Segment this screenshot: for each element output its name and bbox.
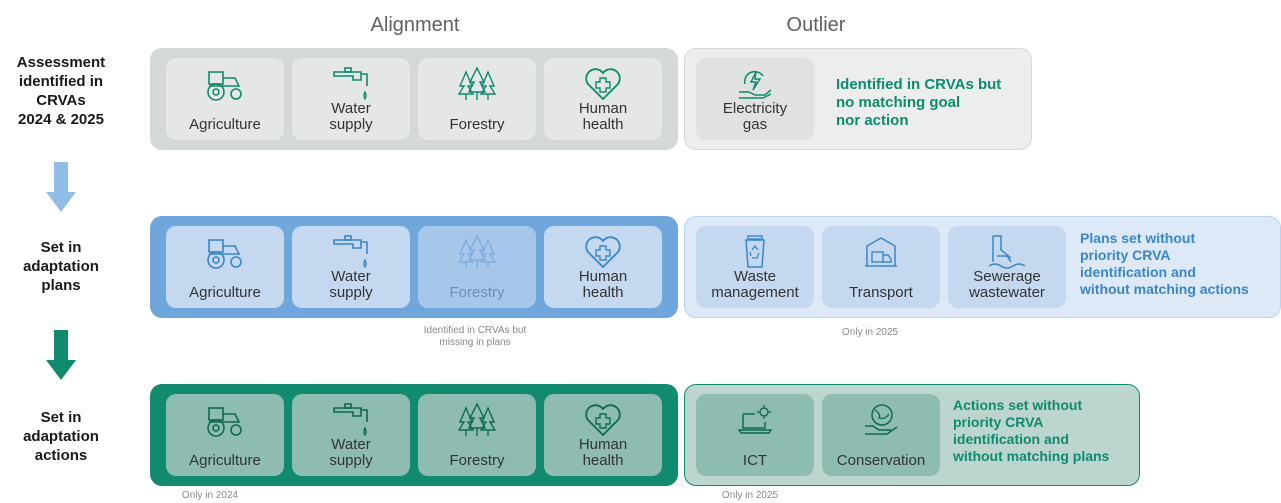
row1-alignment-band: Agriculture Water supply Forestry Human … (150, 48, 678, 150)
row-label-line: adaptation (23, 428, 99, 445)
row3-outlier-band: ICT Conservation Actions set without pri… (684, 384, 1140, 486)
footnote-line: missing in plans (439, 337, 511, 348)
tile-forestry: Forestry (418, 394, 536, 476)
tile-label: Human health (578, 436, 628, 469)
row-label-line: actions (34, 447, 88, 464)
down-arrow-icon (46, 162, 76, 212)
trees-icon (457, 234, 497, 270)
tile-waste-management: Waste management (696, 226, 814, 308)
tile-sewerage-wastewater: Sewerage wastewater (948, 226, 1066, 308)
heart-cross-icon (583, 234, 623, 270)
recycle-bin-icon (735, 234, 775, 270)
tile-forestry-missing: Forestry (418, 226, 536, 308)
note-line: nor action (836, 112, 909, 129)
tile-forestry: Forestry (418, 58, 536, 140)
row2-alignment-band: Agriculture Water supply Forestry Human … (150, 216, 678, 318)
alignment-header: Alignment (370, 14, 460, 36)
note-line: without matching actions (1080, 281, 1249, 297)
tile-label: Forestry (449, 116, 505, 133)
tile-agriculture: Agriculture (166, 226, 284, 308)
tile-transport: Transport (822, 226, 940, 308)
row1-outlier-band: Electricity gas Identified in CRVAs but … (684, 48, 1032, 150)
sewer-pipe-icon (987, 234, 1027, 270)
tile-agriculture: Agriculture (166, 58, 284, 140)
tile-label: Sewerage wastewater (969, 268, 1045, 301)
water-tap-icon (331, 66, 371, 102)
row-label-assessment: Assessment identified in CRVAs 2024 & 20… (0, 53, 122, 129)
tile-label: Agriculture (189, 116, 261, 133)
row1-note: Identified in CRVAs but no matching goal… (836, 76, 1001, 130)
row-label-line: Set in (40, 409, 82, 426)
tractor-icon (205, 66, 245, 102)
tile-human-health: Human health (544, 226, 662, 308)
water-tap-icon (331, 234, 371, 270)
note-line: without matching plans (953, 448, 1110, 464)
tile-electricity-gas: Electricity gas (696, 58, 814, 140)
row-label-actions: Set in adaptation actions (0, 408, 122, 465)
row-label-line: adaptation (23, 258, 99, 275)
tile-label: Agriculture (189, 452, 261, 469)
row3-note: Actions set without priority CRVA identi… (953, 397, 1109, 465)
tile-label: Conservation (836, 452, 926, 469)
tile-label: Transport (849, 284, 913, 301)
row-label-line: 2024 & 2025 (18, 111, 104, 128)
globe-hand-icon (861, 402, 901, 438)
tile-agriculture: Agriculture (166, 394, 284, 476)
tractor-icon (205, 234, 245, 270)
tile-label: Water supply (329, 436, 373, 469)
note-line: Actions set without (953, 397, 1083, 413)
note-line: Identified in CRVAs but (836, 76, 1002, 93)
footnote-line: Identified in CRVAs but (423, 325, 527, 336)
trees-icon (457, 402, 497, 438)
tile-label: Electricity gas (722, 100, 788, 133)
laptop-gear-icon (735, 402, 775, 438)
tile-label: Human health (578, 268, 628, 301)
row3-alignment-band: Agriculture Water supply Forestry Human … (150, 384, 678, 486)
heart-cross-icon (583, 402, 623, 438)
row3-footnote-left: Only in 2024 (181, 490, 239, 501)
note-line: priority CRVA (953, 414, 1044, 430)
row2-note: Plans set without priority CRVA identifi… (1080, 230, 1249, 298)
tile-label: Forestry (449, 284, 505, 301)
tile-label: Water supply (329, 268, 373, 301)
row-label-line: identified in (18, 73, 104, 90)
down-arrow-icon (46, 330, 76, 380)
tile-label: Agriculture (189, 284, 261, 301)
tile-water-supply: Water supply (292, 226, 410, 308)
tile-label: ICT (742, 452, 768, 469)
tile-label: Waste management (711, 268, 799, 301)
tractor-icon (205, 402, 245, 438)
trees-icon (457, 66, 497, 102)
note-line: identification and (953, 431, 1069, 447)
water-tap-icon (331, 402, 371, 438)
tile-label: Water supply (329, 100, 373, 133)
tile-human-health: Human health (544, 394, 662, 476)
tile-label: Forestry (449, 452, 505, 469)
tile-human-health: Human health (544, 58, 662, 140)
row2-footnote-right: Only in 2025 (841, 327, 899, 338)
row-label-line: Set in (40, 239, 82, 256)
electricity-icon (735, 66, 775, 102)
row2-footnote-left: Identified in CRVAs but missing in plans (395, 325, 555, 349)
note-line: Plans set without (1080, 230, 1196, 246)
heart-cross-icon (583, 66, 623, 102)
row-label-line: plans (41, 277, 81, 294)
tile-ict: ICT (696, 394, 814, 476)
note-line: no matching goal (836, 94, 961, 111)
tile-conservation: Conservation (822, 394, 940, 476)
outlier-header: Outlier (786, 14, 846, 36)
row-label-line: Assessment (16, 54, 106, 71)
note-line: priority CRVA (1080, 247, 1171, 263)
row3-footnote-right: Only in 2025 (721, 490, 779, 501)
tile-water-supply: Water supply (292, 58, 410, 140)
row-label-plans: Set in adaptation plans (0, 238, 122, 295)
truck-garage-icon (861, 234, 901, 270)
tile-water-supply: Water supply (292, 394, 410, 476)
row2-outlier-band: Waste management Transport Sewerage wast… (684, 216, 1281, 318)
note-line: identification and (1080, 264, 1196, 280)
row-label-line: CRVAs (36, 92, 86, 109)
tile-label: Human health (578, 100, 628, 133)
